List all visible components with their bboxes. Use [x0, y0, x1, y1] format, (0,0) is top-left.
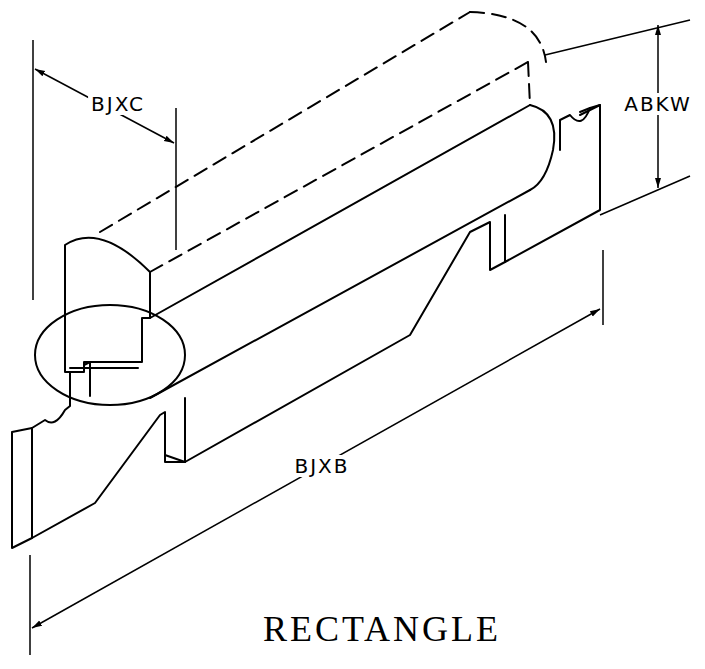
bar-body — [35, 105, 554, 405]
dimension-label: BJXB — [291, 455, 352, 477]
phantom-outline — [100, 12, 546, 272]
dimension-lines — [30, 20, 690, 655]
caption: RECTANGLE — [260, 610, 504, 650]
dimension-label: BJXC — [88, 93, 148, 115]
dimension-label: ABKW — [621, 93, 695, 115]
plate — [12, 105, 600, 548]
